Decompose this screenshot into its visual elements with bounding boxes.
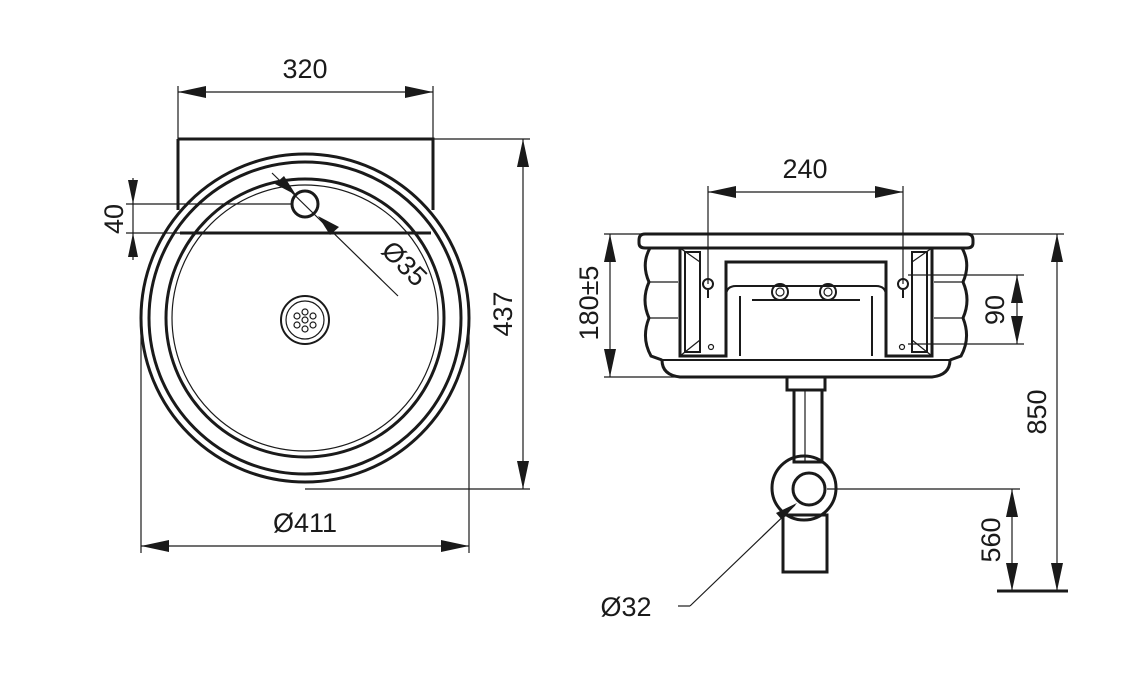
back-plate bbox=[176, 137, 435, 210]
dim-40-label: 40 bbox=[99, 204, 129, 234]
dim-437: 437 bbox=[305, 138, 530, 490]
drain-holes bbox=[293, 308, 317, 333]
inner-bowl bbox=[164, 177, 446, 459]
dim-180-label: 180±5 bbox=[574, 266, 604, 341]
dim-40: 40 bbox=[99, 178, 292, 260]
basin-rim bbox=[637, 232, 975, 250]
dim-trap-diameter-label: Ø32 bbox=[600, 592, 651, 622]
dim-850-label: 850 bbox=[1022, 389, 1052, 434]
dim-trap-diameter: Ø32 bbox=[600, 503, 797, 622]
outer-rim bbox=[139, 152, 471, 484]
dim-850: 850 bbox=[967, 233, 1064, 591]
keyhole-left-icon bbox=[702, 278, 715, 298]
dim-180: 180±5 bbox=[574, 233, 680, 378]
dim-240: 240 bbox=[707, 154, 904, 284]
top-view: 320 40 Ø35 437 bbox=[99, 54, 530, 553]
mounting-bracket bbox=[678, 247, 934, 358]
dim-560-label: 560 bbox=[976, 517, 1006, 562]
dim-240-label: 240 bbox=[782, 154, 827, 184]
outer-rim-inner bbox=[147, 160, 463, 476]
dim-560: 560 bbox=[827, 488, 1020, 591]
keyhole-right-icon bbox=[897, 278, 910, 298]
dim-90-label: 90 bbox=[980, 295, 1010, 325]
dim-hole-label: Ø35 bbox=[376, 235, 433, 292]
drain-trap bbox=[770, 375, 838, 574]
dim-411: Ø411 bbox=[140, 318, 470, 553]
drain-inner bbox=[285, 300, 325, 340]
dim-411-label: Ø411 bbox=[273, 508, 337, 538]
drain-outer bbox=[280, 295, 330, 345]
basin-bottom bbox=[660, 359, 952, 379]
dim-320: 320 bbox=[177, 54, 434, 139]
dim-320-label: 320 bbox=[282, 54, 327, 84]
basin-body-right bbox=[949, 247, 969, 362]
inner-bowl-edge bbox=[171, 184, 439, 452]
dim-437-label: 437 bbox=[488, 291, 518, 336]
dim-90: 90 bbox=[908, 274, 1024, 345]
basin-body-left bbox=[643, 247, 663, 362]
side-view: 240 180±5 90 850 bbox=[574, 154, 1068, 622]
